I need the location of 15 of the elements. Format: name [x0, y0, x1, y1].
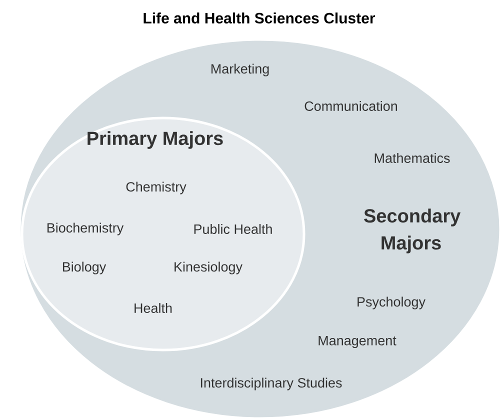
title: Life and Health Sciences Cluster [144, 12, 376, 24]
major-label: Interdisciplinary Studies [200, 378, 342, 390]
major-label: Health [134, 303, 172, 313]
group-heading: Primary Majors [88, 131, 223, 149]
group-heading: Secondary Majors [364, 208, 461, 254]
major-label: Marketing [211, 64, 269, 76]
major-label: Chemistry [126, 182, 186, 194]
major-label: Biology [62, 262, 106, 274]
major-label: Mathematics [374, 153, 450, 163]
major-label: Biochemistry [47, 222, 124, 236]
major-label: Psychology [358, 296, 426, 310]
major-label: Communication [304, 101, 397, 111]
major-label: Public Health [194, 224, 272, 234]
major-label: Management [318, 336, 396, 348]
major-label: Kinesiology [174, 262, 242, 274]
